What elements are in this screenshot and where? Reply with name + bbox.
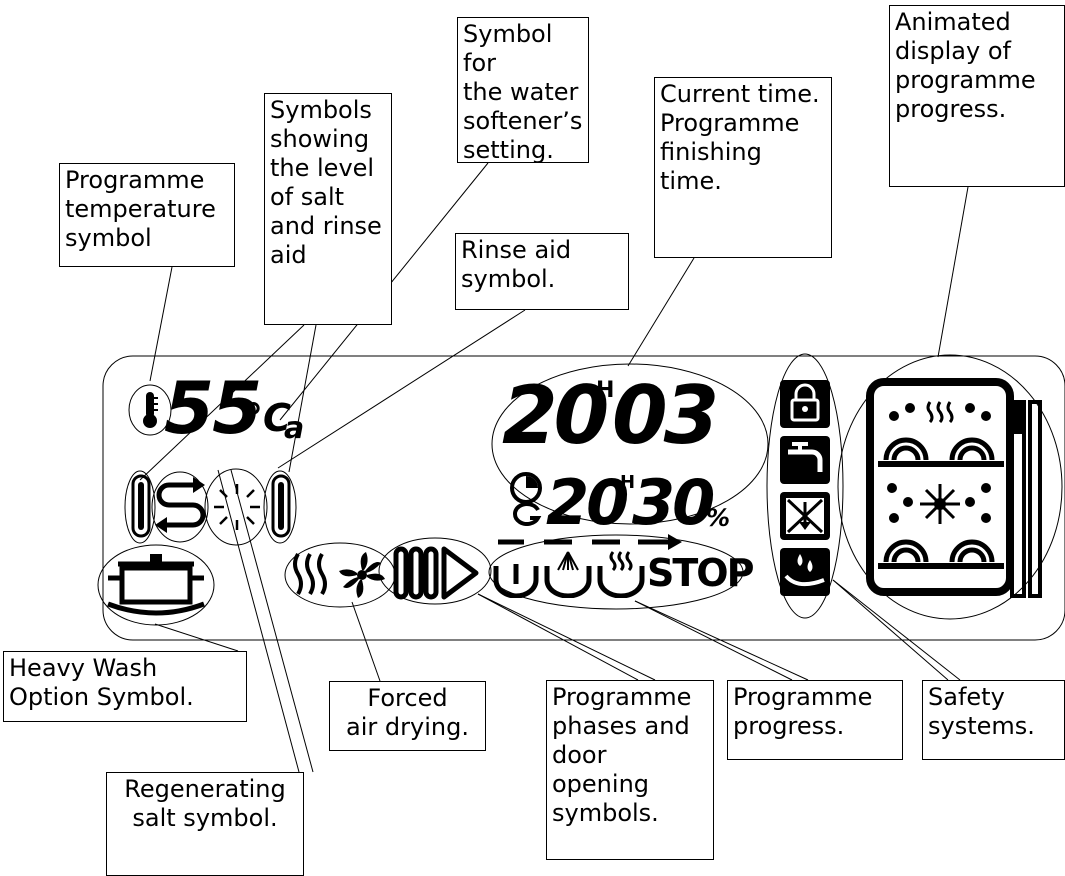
salt-level-icon [131,474,151,538]
play-icon [441,546,479,600]
group-heavy-wash [97,544,215,626]
group-salt-level [124,470,156,544]
leader-regen-1 [217,469,300,773]
leader-safety-1 [832,579,961,681]
rinse-level-icon [271,474,291,538]
leader-regen-2 [230,469,314,773]
callout-rinse-aid: Rinse aid symbol. [455,233,629,310]
callout-water-softener: Symbol for the water softener’s setting. [457,17,589,164]
group-time [491,363,769,525]
temperature-value: 55 [164,366,262,450]
current-time-minutes: 03 [612,369,719,462]
finish-time-minutes: 30 [632,466,715,539]
thermometer-icon [143,392,158,428]
leader-animated [937,186,969,358]
clock-icon [510,472,542,526]
leader-progress-1 [634,600,809,681]
lock-icon [780,380,830,428]
leader-phases-2 [477,593,639,681]
spray-basin-icon [544,551,592,598]
callout-safety-systems: Safety systems. [922,680,1065,760]
group-sparkle [204,468,268,546]
callout-phases-door: Programme phases and door opening symbol… [546,680,714,860]
group-thermometer [128,384,172,436]
leader-phases-1 [477,593,656,681]
heat-waves-icon [293,552,327,596]
fan-icon [339,552,385,598]
group-phases [378,537,492,605]
group-animation [837,354,1063,620]
tap-icon [780,436,830,484]
callout-temperature: Programme temperature symbol [59,163,235,267]
wash-basin-icon [493,564,539,598]
callout-salt-rinse-level: Symbols showing the level of salt and ri… [264,93,392,325]
leader-rinse-level [288,324,317,473]
callout-heavy-wash: Heavy Wash Option Symbol. [3,651,247,722]
callout-programme-progress: Programme progress. [727,680,903,760]
leader-progress-2 [634,600,793,681]
leak-icon [780,548,830,596]
leader-forced-air [351,601,381,682]
progress-dashes-icon [498,534,682,550]
leader-salt-level [139,324,305,481]
rinse-aid-sparkle-icon [214,484,260,530]
temperature-unit: °C [244,396,291,440]
leader-time [627,257,695,367]
current-time-hours: 20 [502,369,609,462]
finish-time-hour-mark: H [620,472,636,493]
leader-temperature [149,266,173,382]
callout-forced-air: Forced air drying. [329,681,486,751]
dishwasher-icon [866,378,1042,598]
callout-animated-progress: Animated display of programme progress. [889,5,1065,187]
anti-flood-icon [780,492,830,540]
phase-bars-icon [393,546,439,600]
group-regeneration [151,471,209,543]
group-rinse-level [263,470,297,544]
regeneration-arrows-icon [155,477,206,533]
callout-regenerating-salt: Regenerating salt symbol. [106,772,304,876]
leader-rinse-aid [277,309,526,469]
finish-time-hours: 20 [546,466,629,539]
current-time-hour-mark: H [596,378,615,403]
display-panel-outline [102,355,1065,641]
group-safety [766,353,844,619]
stop-label: STOP [647,551,754,595]
callout-current-time: Current time. Programme finishing time. [654,77,832,258]
softener-code: a [284,411,305,446]
pot-icon [107,554,205,616]
steam-basin-icon [597,551,645,598]
group-progress [488,534,744,610]
finish-percent-mark: % [706,504,731,532]
leader-heavy-wash [154,623,239,652]
leader-safety-2 [832,579,949,681]
